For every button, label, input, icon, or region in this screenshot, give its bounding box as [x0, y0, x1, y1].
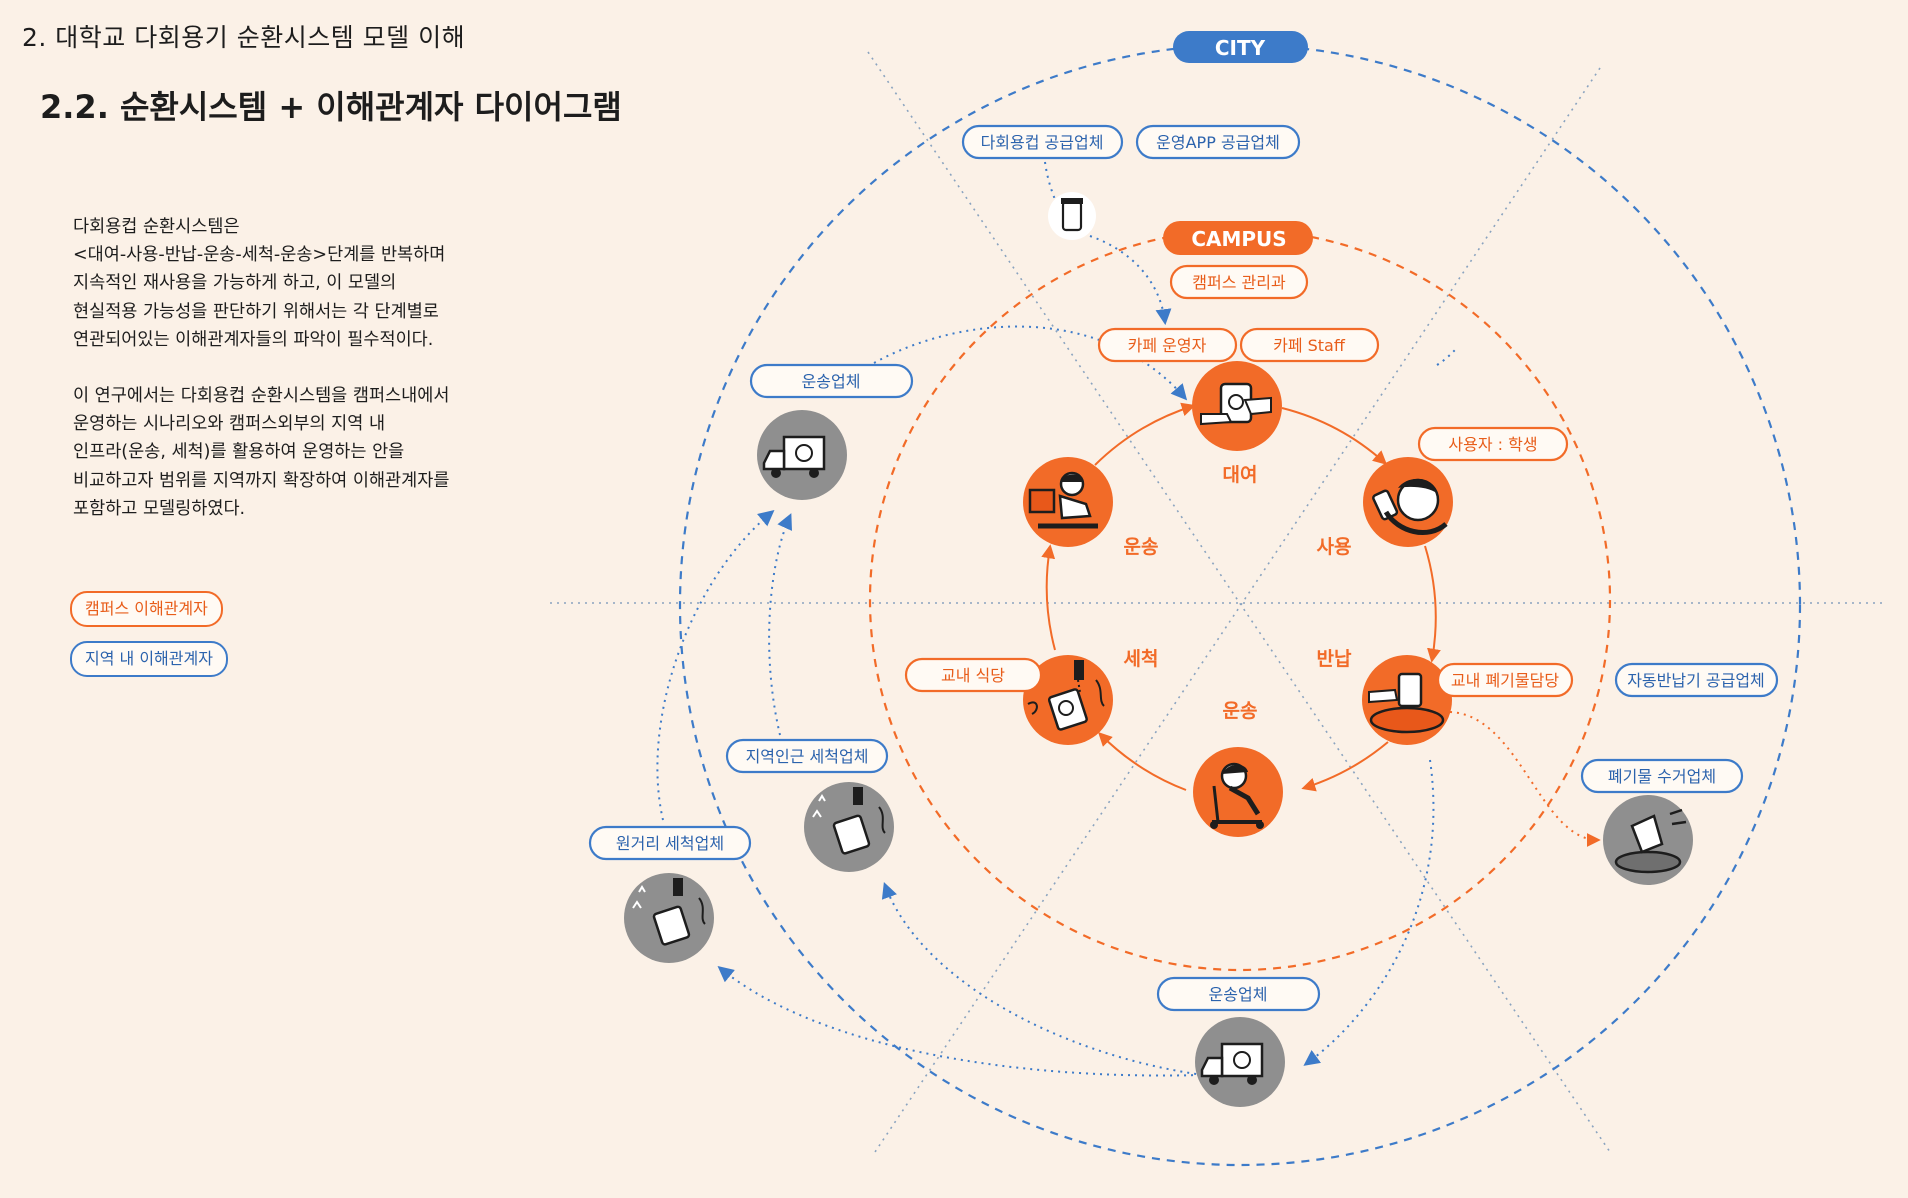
remote-washer-icon: [624, 873, 714, 963]
label-waste-manager: 교내 폐기물담당: [1451, 671, 1559, 690]
label-cup-supplier: 다회용컵 공급업체: [981, 133, 1104, 152]
stage-rent-icon: [1192, 361, 1282, 451]
label-cafeteria: 교내 식당: [941, 666, 1005, 685]
label-auto-return-supplier: 자동반납기 공급업체: [1627, 671, 1765, 690]
stage-label-rent: 대여: [1223, 464, 1258, 486]
stage-transport-out-icon: [1023, 457, 1113, 547]
label-waste-collector: 폐기물 수거업체: [1608, 767, 1716, 786]
campus-boundary: [870, 230, 1610, 970]
stage-transport-back-icon: [1193, 747, 1283, 837]
transport-truck-icon-bottom: [1195, 1017, 1285, 1107]
stage-use-icon: [1363, 457, 1453, 547]
nearby-washer-icon: [804, 782, 894, 872]
label-transport-bottom: 운송업체: [1209, 985, 1268, 1004]
stage-label-transport-out: 운송: [1124, 536, 1159, 558]
local-flows: [657, 162, 1455, 1076]
label-cafe-staff: 카페 Staff: [1273, 336, 1346, 355]
label-nearby-washer: 지역인근 세척업체: [746, 747, 869, 766]
label-campus-office: 캠퍼스 관리과: [1192, 273, 1286, 292]
waste-flow: [1450, 712, 1598, 840]
label-app-supplier: 운영APP 공급업체: [1156, 133, 1280, 152]
stage-label-return: 반납: [1317, 648, 1352, 670]
campus-label: CAMPUS: [1191, 227, 1286, 251]
label-cafe-operator: 카페 운영자: [1128, 336, 1207, 355]
stage-label-use: 사용: [1317, 536, 1352, 558]
label-user-student: 사용자 : 학생: [1448, 435, 1537, 454]
stage-label-transport-back: 운송: [1223, 700, 1258, 722]
city-label: CITY: [1215, 36, 1266, 60]
cup-icon: [1048, 192, 1096, 240]
label-remote-washer: 원거리 세척업체: [616, 834, 724, 853]
label-transport-top: 운송업체: [802, 372, 861, 391]
stage-label-wash: 세척: [1124, 648, 1159, 670]
waste-collector-icon: [1603, 795, 1693, 885]
transport-truck-icon-top: [757, 410, 847, 500]
stage-return-icon: [1362, 655, 1452, 745]
